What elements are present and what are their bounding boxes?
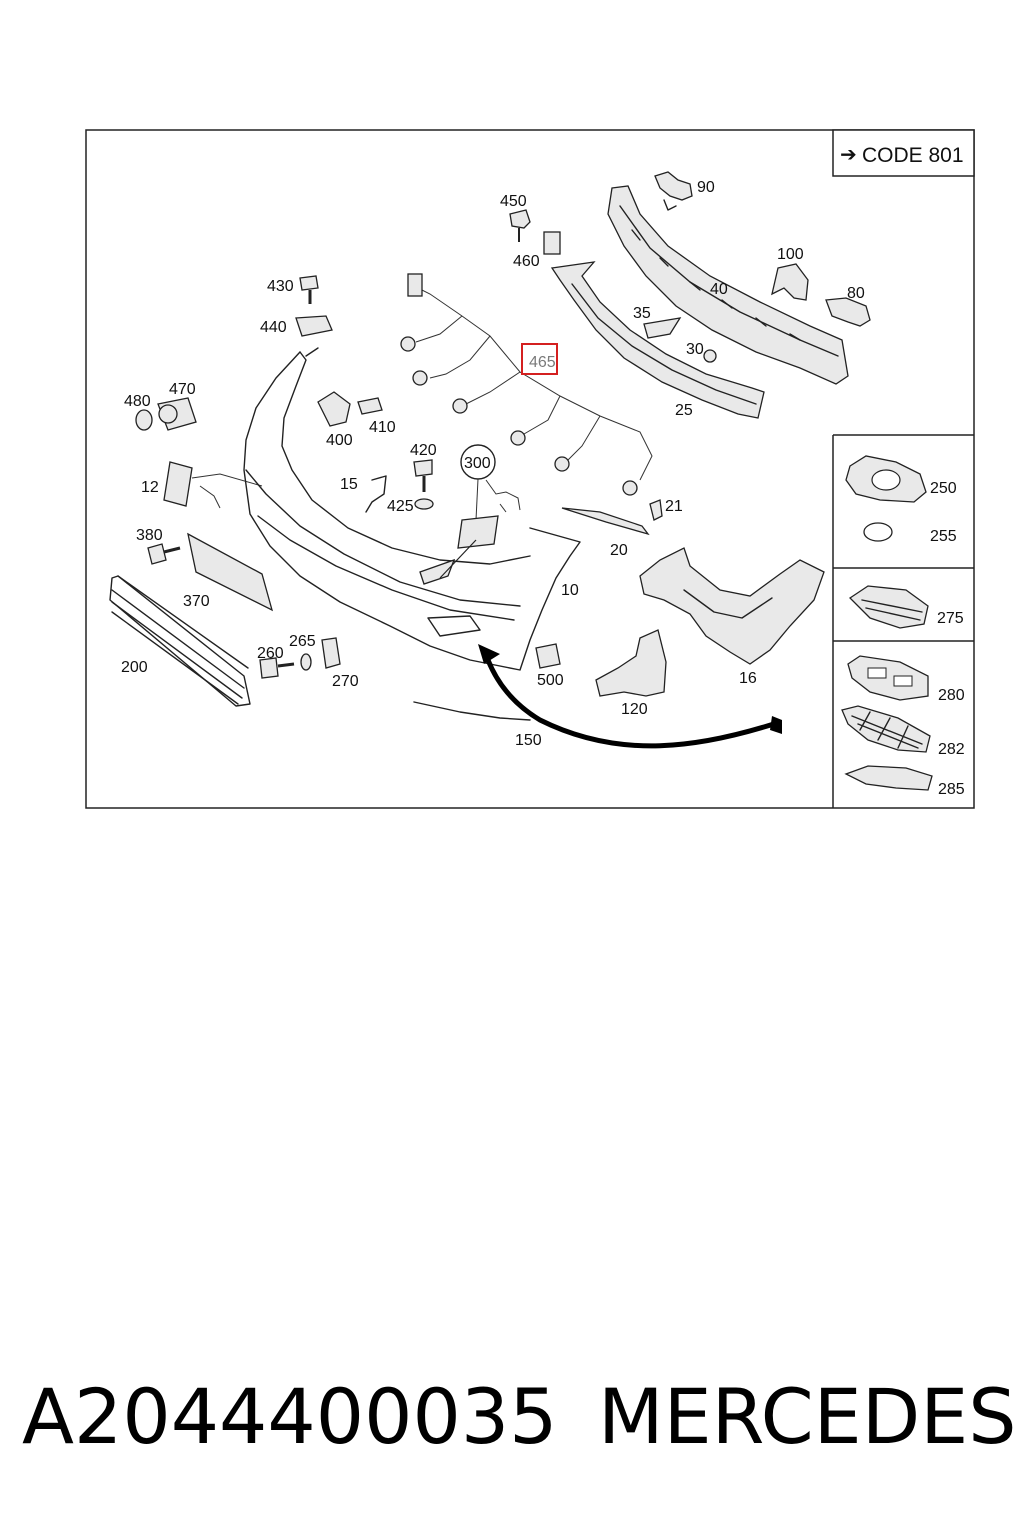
label-40: 40 xyxy=(710,281,728,298)
part-260-bolt xyxy=(259,657,295,679)
label-400: 400 xyxy=(326,432,353,449)
part-430-bolt xyxy=(299,275,319,304)
label-12: 12 xyxy=(141,479,159,496)
label-150: 150 xyxy=(515,732,542,749)
label-21: 21 xyxy=(665,498,683,515)
part-300-cable xyxy=(460,444,521,521)
label-470: 470 xyxy=(169,381,196,398)
label-35: 35 xyxy=(633,305,651,322)
part-275-grille xyxy=(848,585,929,629)
label-420: 420 xyxy=(410,442,437,459)
part-255-ring xyxy=(863,522,893,542)
part-370-plate xyxy=(187,532,274,612)
part-90-bracket xyxy=(654,171,693,211)
part-420-bolt xyxy=(413,459,433,492)
part-16-bracket xyxy=(639,547,825,665)
label-120: 120 xyxy=(621,701,648,718)
part-250-fog-frame xyxy=(845,455,927,503)
part-25-carrier xyxy=(550,261,765,419)
footer-brand: MERCEDES xyxy=(598,1372,1017,1461)
label-10: 10 xyxy=(561,582,579,599)
part-285-trim xyxy=(844,765,933,791)
part-100-bracket xyxy=(771,263,809,301)
label-380: 380 xyxy=(136,527,163,544)
part-280-frame xyxy=(847,655,929,701)
big-arrow-head-icon xyxy=(478,644,500,664)
label-250: 250 xyxy=(930,480,957,497)
part-80-bracket xyxy=(825,297,871,327)
label-430: 430 xyxy=(267,278,294,295)
label-500: 500 xyxy=(537,672,564,689)
label-410: 410 xyxy=(369,419,396,436)
part-380-bolt xyxy=(147,543,181,565)
label-460: 460 xyxy=(513,253,540,270)
inset-panels xyxy=(832,434,974,808)
label-25: 25 xyxy=(675,402,693,419)
part-450-screw xyxy=(509,209,531,242)
part-270-clip xyxy=(321,637,341,669)
code-arrow-icon: ➔ xyxy=(840,144,857,166)
part-21-clip xyxy=(649,499,663,521)
part-12-cover xyxy=(163,461,263,509)
label-280: 280 xyxy=(938,687,965,704)
label-260: 260 xyxy=(257,645,284,662)
part-425-washer xyxy=(414,498,434,510)
label-100: 100 xyxy=(777,246,804,263)
label-265: 265 xyxy=(289,633,316,650)
label-90: 90 xyxy=(697,179,715,196)
label-270: 270 xyxy=(332,673,359,690)
code-801-box: ➔ CODE 801 xyxy=(832,129,975,177)
label-20: 20 xyxy=(610,542,628,559)
label-425: 425 xyxy=(387,498,414,515)
leader-300 xyxy=(439,539,477,579)
part-200-grille xyxy=(109,575,251,707)
label-285: 285 xyxy=(938,781,965,798)
label-15: 15 xyxy=(340,476,358,493)
part-282-mesh xyxy=(841,705,931,753)
label-450: 450 xyxy=(500,193,527,210)
part-440-clip xyxy=(295,315,333,337)
part-35-plate xyxy=(643,317,682,339)
part-400-housing xyxy=(317,391,351,427)
part-120-duct xyxy=(595,629,667,697)
part-10-bumper-cover xyxy=(243,347,581,671)
label-30: 30 xyxy=(686,341,704,358)
part-460-clip xyxy=(543,231,561,255)
label-282: 282 xyxy=(938,741,965,758)
callout-labels: 90 450 460 40 100 80 35 30 25 430 440 46… xyxy=(121,179,965,798)
label-80: 80 xyxy=(847,285,865,302)
part-500-clip xyxy=(535,643,561,669)
part-410-bolt xyxy=(357,397,383,415)
label-465: 465 xyxy=(529,354,556,371)
label-275: 275 xyxy=(937,610,964,627)
code-label: CODE 801 xyxy=(862,144,964,167)
label-255: 255 xyxy=(930,528,957,545)
big-arrow xyxy=(485,659,781,749)
label-480: 480 xyxy=(124,393,151,410)
footer-part-number: A2044400035 xyxy=(22,1372,558,1461)
part-265-washer xyxy=(300,653,312,671)
part-20-strip xyxy=(561,507,650,536)
label-300: 300 xyxy=(464,455,491,472)
part-30-plug xyxy=(703,349,717,363)
part-470-sensor xyxy=(157,397,197,431)
part-465-harness xyxy=(400,273,653,496)
label-440: 440 xyxy=(260,319,287,336)
label-16: 16 xyxy=(739,670,757,687)
part-480-ring xyxy=(135,409,153,431)
part-150-strip xyxy=(413,701,531,721)
label-370: 370 xyxy=(183,593,210,610)
big-arrow-tail xyxy=(770,716,782,734)
part-15-bracket xyxy=(365,475,387,513)
part-40-absorber xyxy=(607,185,849,385)
highlight-box-465 xyxy=(521,343,558,375)
diagram-frame xyxy=(85,129,975,809)
label-200: 200 xyxy=(121,659,148,676)
